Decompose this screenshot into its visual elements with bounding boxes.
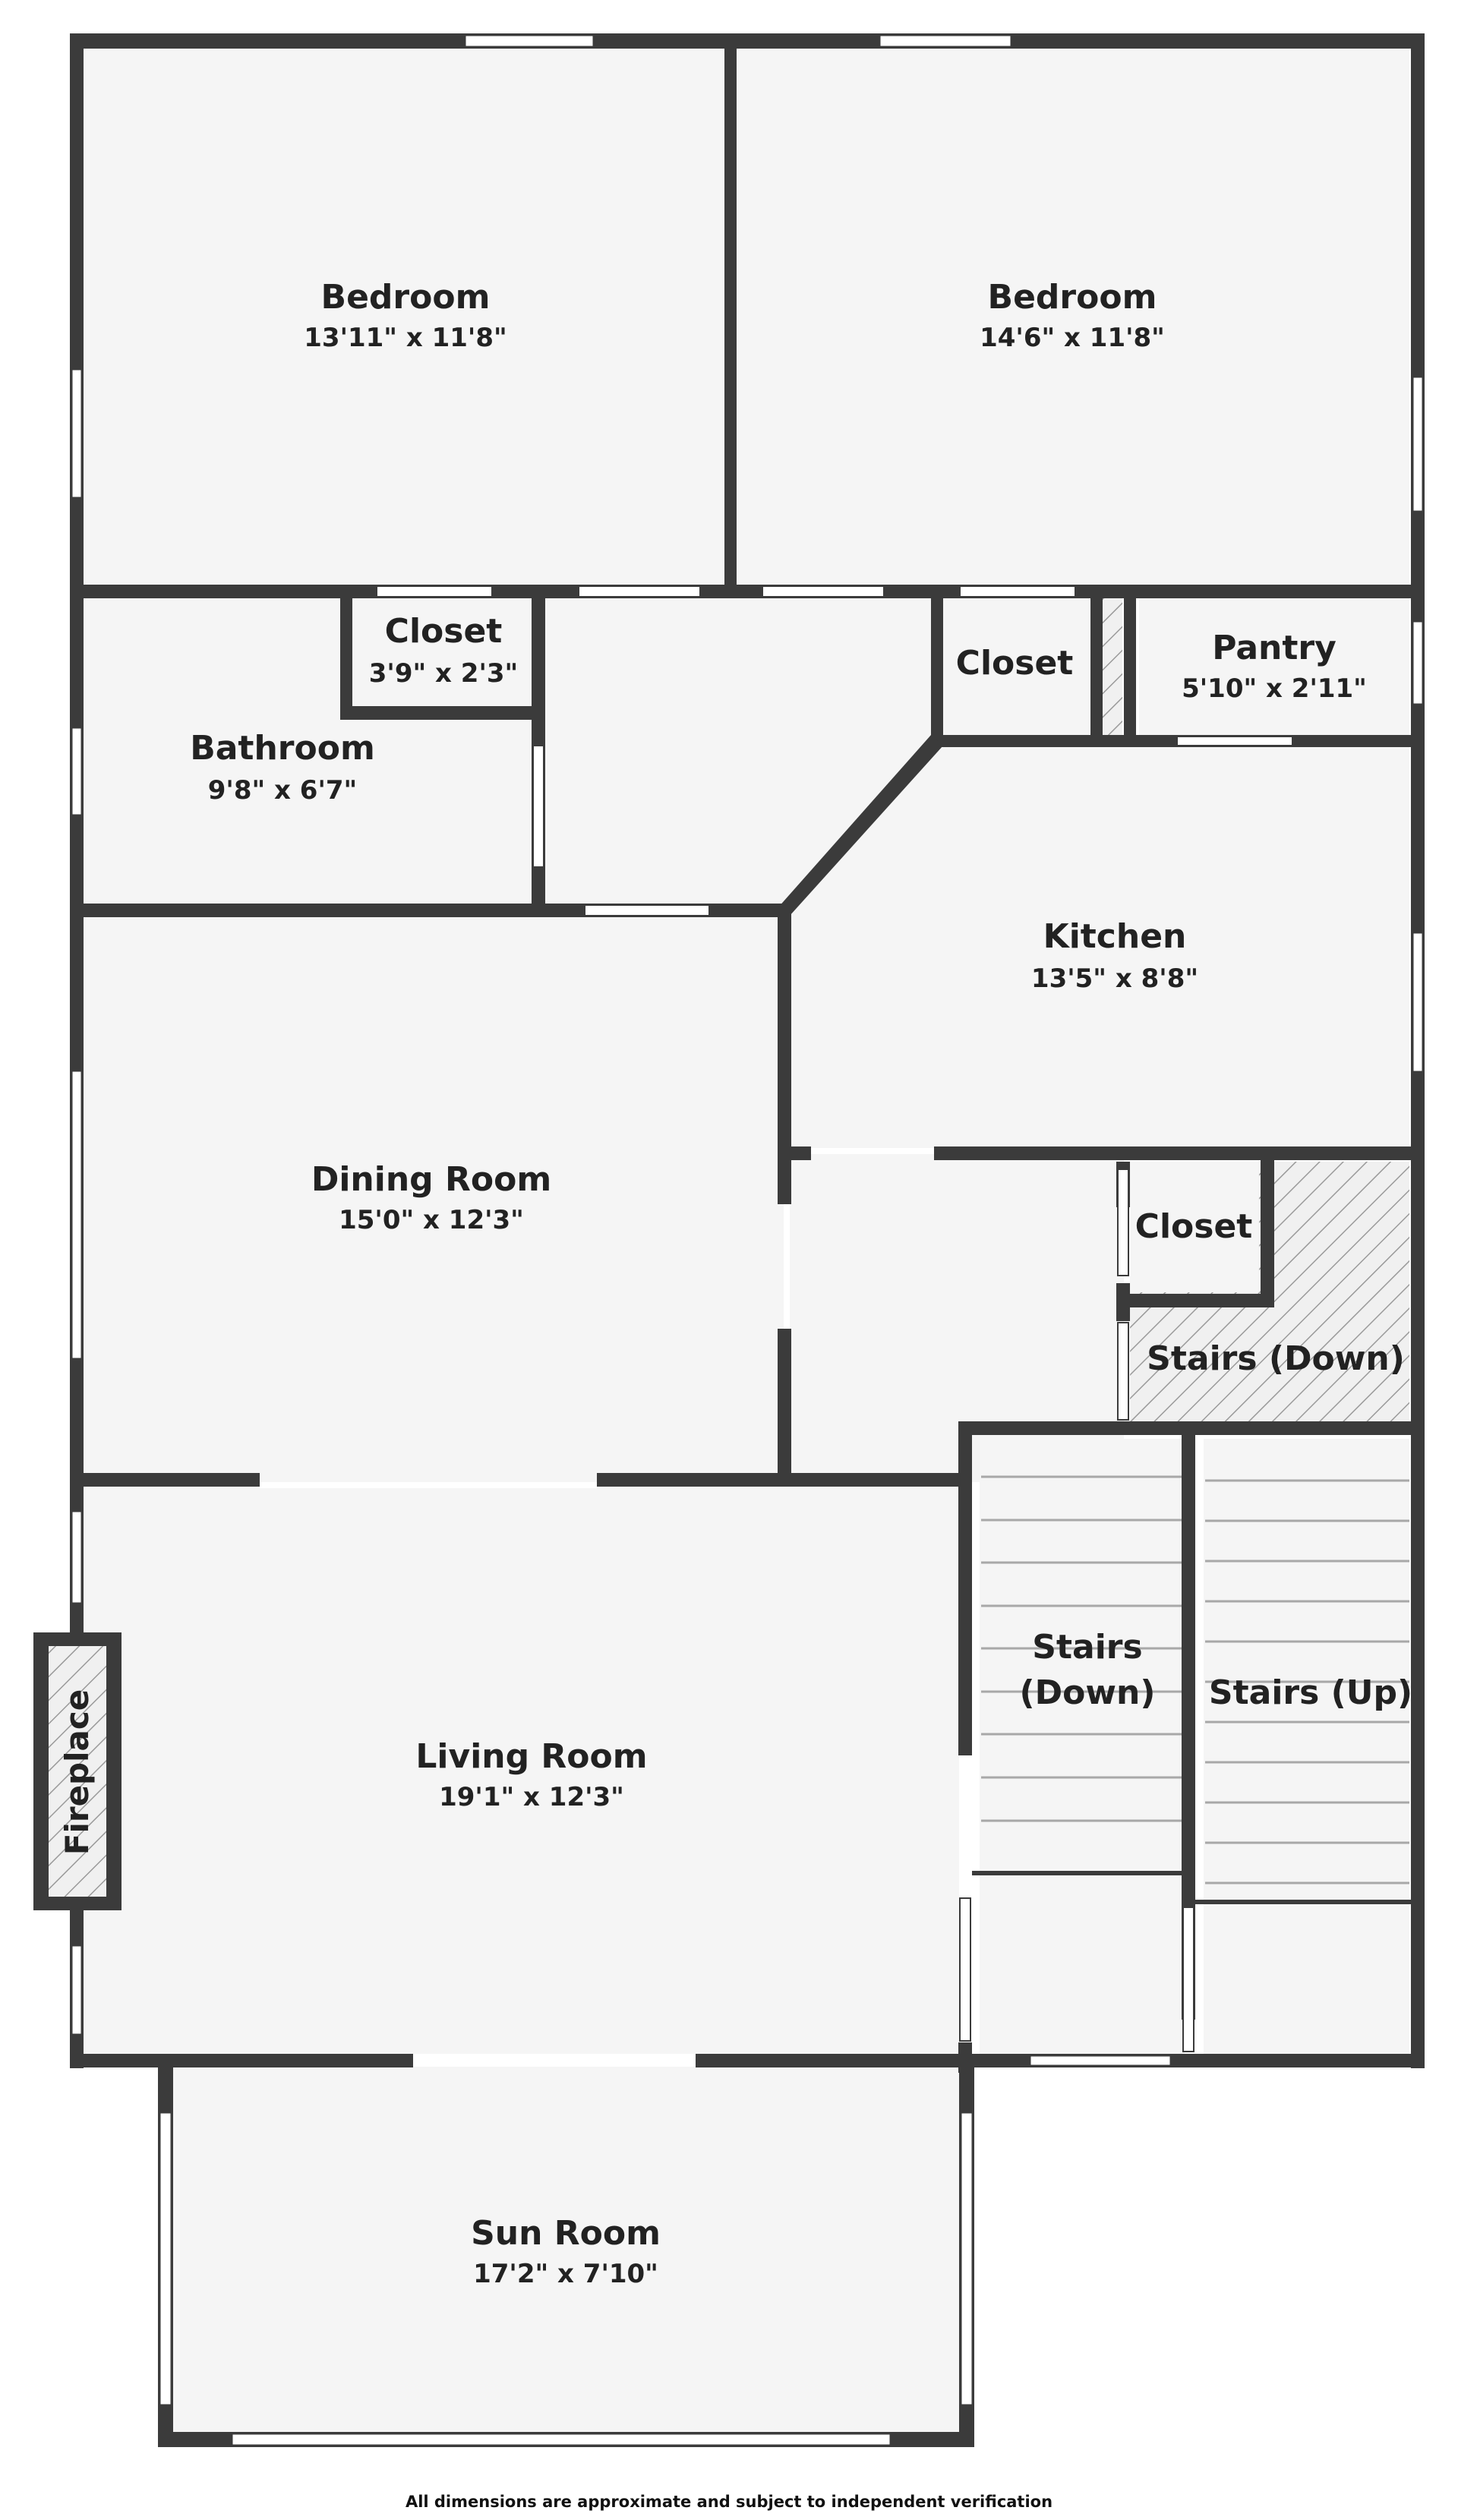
- living-room-floor: [82, 1488, 959, 2054]
- door-opening: [959, 1897, 971, 2042]
- window: [878, 33, 1013, 49]
- door-opening: [1182, 1907, 1194, 2052]
- fireplace-inner: [49, 1646, 106, 1897]
- stairs-up-name: Stairs (Up): [1209, 1673, 1412, 1712]
- door-opening: [959, 585, 1076, 598]
- fireplace-label: Fireplace: [58, 1689, 96, 1855]
- window: [70, 726, 84, 817]
- door-openings: [376, 585, 1293, 2052]
- sun-room-name: Sun Room: [471, 2214, 661, 2253]
- door-opening: [1117, 1169, 1129, 1276]
- kitchen-name: Kitchen: [1043, 917, 1187, 956]
- window: [1411, 375, 1425, 513]
- bedroom-left-name: Bedroom: [321, 278, 491, 317]
- dining-room-dims: 15'0" x 12'3": [339, 1205, 524, 1235]
- sun-room-dims: 17'2" x 7'10": [473, 2259, 658, 2289]
- door-opening: [1117, 1322, 1129, 1421]
- window: [70, 1509, 84, 1605]
- window: [70, 1069, 84, 1361]
- stairs-down-name-line1: Stairs: [1032, 1628, 1142, 1667]
- door-opening: [376, 585, 493, 598]
- dining-room-floor: [82, 916, 784, 1482]
- bedroom-left-dims: 13'11" x 11'8": [304, 323, 507, 353]
- door-opening: [578, 585, 701, 598]
- closet-bath-dims: 3'9" x 2'3": [369, 658, 518, 689]
- pantry-floor: [1139, 597, 1409, 735]
- window: [70, 1944, 84, 2036]
- door-opening: [1176, 736, 1293, 746]
- living-room-dims: 19'1" x 12'3": [439, 1782, 624, 1812]
- closet-bath-name: Closet: [385, 612, 503, 651]
- bathroom-dims: 9'8" x 6'7": [208, 775, 357, 806]
- kitchen-dims: 13'5" x 8'8": [1031, 964, 1198, 994]
- stair-treads: [981, 1475, 1409, 1884]
- door-opening: [532, 745, 544, 868]
- bedroom-right-name: Bedroom: [988, 278, 1157, 317]
- bathroom-floor: [82, 597, 538, 908]
- bathroom-name: Bathroom: [190, 729, 375, 768]
- floor-areas: [82, 49, 1409, 2436]
- windows: [70, 33, 1425, 2447]
- closet-hall-floor: [937, 597, 1089, 735]
- closet-kitchen-floor-over: [1130, 1162, 1259, 1292]
- window: [1028, 2054, 1172, 2067]
- kitchen-floor: [790, 741, 1409, 1148]
- door-opening: [762, 585, 885, 598]
- closet-shaft-hatch: [1103, 597, 1122, 735]
- window: [158, 2111, 173, 2407]
- dining-room-name: Dining Room: [311, 1160, 551, 1199]
- bedroom-right-dims: 14'6" x 11'8": [980, 323, 1165, 353]
- stairs-down-floor: [980, 1439, 1185, 2054]
- room-labels: Bedroom 13'11" x 11'8" Bedroom 14'6" x 1…: [58, 278, 1412, 2289]
- bedroom-right-floor: [735, 49, 1409, 589]
- window: [70, 367, 84, 500]
- window: [1411, 931, 1425, 1074]
- stairs-down-top-name: Stairs (Down): [1147, 1339, 1405, 1378]
- window: [1411, 620, 1425, 706]
- closet-hall-name: Closet: [956, 644, 1074, 683]
- pantry-name: Pantry: [1212, 629, 1336, 667]
- living-room-name: Living Room: [415, 1737, 647, 1776]
- window: [959, 2111, 974, 2407]
- stairs-up-floor: [1204, 1439, 1409, 2054]
- footer-note: All dimensions are approximate and subje…: [406, 2493, 1052, 2511]
- closet-kitchen-name: Closet: [1135, 1207, 1253, 1246]
- window: [230, 2432, 892, 2447]
- stairs-down-name-line2: (Down): [1020, 1673, 1156, 1712]
- pantry-dims: 5'10" x 2'11": [1182, 673, 1367, 704]
- bedroom-left-floor: [82, 49, 729, 589]
- door-opening: [584, 904, 710, 916]
- window: [463, 33, 595, 49]
- sun-room-floor: [173, 2067, 959, 2436]
